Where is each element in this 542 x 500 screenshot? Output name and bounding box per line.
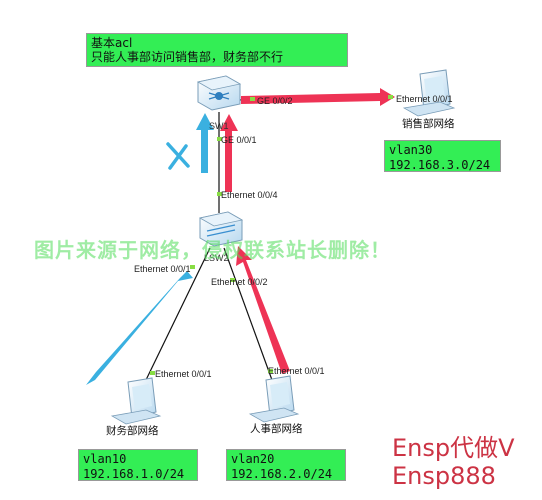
port-lsw2-eth002: Ethernet 0/0/2 (211, 277, 268, 287)
link-lsw2-finance (144, 247, 211, 383)
port-sales-eth001: Ethernet 0/0/1 (396, 94, 453, 104)
port-dots (150, 95, 393, 375)
core-switch-label: SW1 (209, 121, 229, 131)
vlan10-note: vlan10 192.168.1.0/24 (78, 449, 198, 481)
vlan20-name: vlan20 (231, 452, 275, 466)
vlan20-note: vlan20 192.168.2.0/24 (226, 449, 346, 481)
vlan10-network: 192.168.1.0/24 (83, 467, 185, 481)
ad-text-line2: Ensp888 (392, 462, 496, 490)
access-switch-icon[interactable] (198, 211, 244, 247)
red-arrow-up-to-sw1 (220, 114, 238, 192)
sales-pc-icon[interactable] (402, 69, 456, 117)
access-switch-label: LSW2 (204, 253, 229, 263)
red-arrow-to-sales (241, 88, 395, 106)
acl-note-title: 基本acl (91, 36, 133, 50)
port-sw1-ge001: GE 0/0/1 (221, 135, 257, 145)
hr-pc-label: 人事部网络 (250, 422, 303, 435)
ad-text-line1: Ensp代做V (392, 434, 515, 462)
finance-pc-label: 财务部网络 (106, 424, 159, 437)
acl-note-rule: 只能人事部访问销售部，财务部不行 (91, 50, 284, 64)
sales-pc-label: 销售部网络 (402, 117, 455, 130)
vlan30-name: vlan30 (389, 143, 433, 157)
link-lsw2-hr (223, 247, 273, 381)
red-arrow-hr-path (236, 246, 290, 374)
watermark-text: 图片来源于网络，侵权联系站长删除！ (34, 238, 391, 262)
port-hr-eth001: Ethernet 0/0/1 (268, 366, 325, 376)
vlan30-note: vlan30 192.168.3.0/24 (384, 140, 501, 172)
vlan20-network: 192.168.2.0/24 (231, 467, 333, 481)
port-lsw2-eth001: Ethernet 0/0/1 (134, 264, 191, 274)
finance-pc-icon[interactable] (110, 377, 162, 425)
vlan30-network: 192.168.3.0/24 (389, 158, 491, 172)
acl-note: 基本acl 只能人事部访问销售部，财务部不行 (86, 33, 348, 67)
port-finance-eth001: Ethernet 0/0/1 (155, 369, 212, 379)
core-switch-icon[interactable] (196, 75, 242, 111)
blue-arrow-finance-path (86, 271, 193, 385)
blue-arrow-up-to-sw1 (196, 113, 214, 173)
port-sw1-ge002: GE 0/0/2 (257, 96, 293, 106)
blocked-cross-icon (166, 142, 190, 170)
port-lsw2-eth004: Ethernet 0/0/4 (221, 190, 278, 200)
hr-pc-icon[interactable] (248, 375, 300, 423)
vlan10-name: vlan10 (83, 452, 127, 466)
